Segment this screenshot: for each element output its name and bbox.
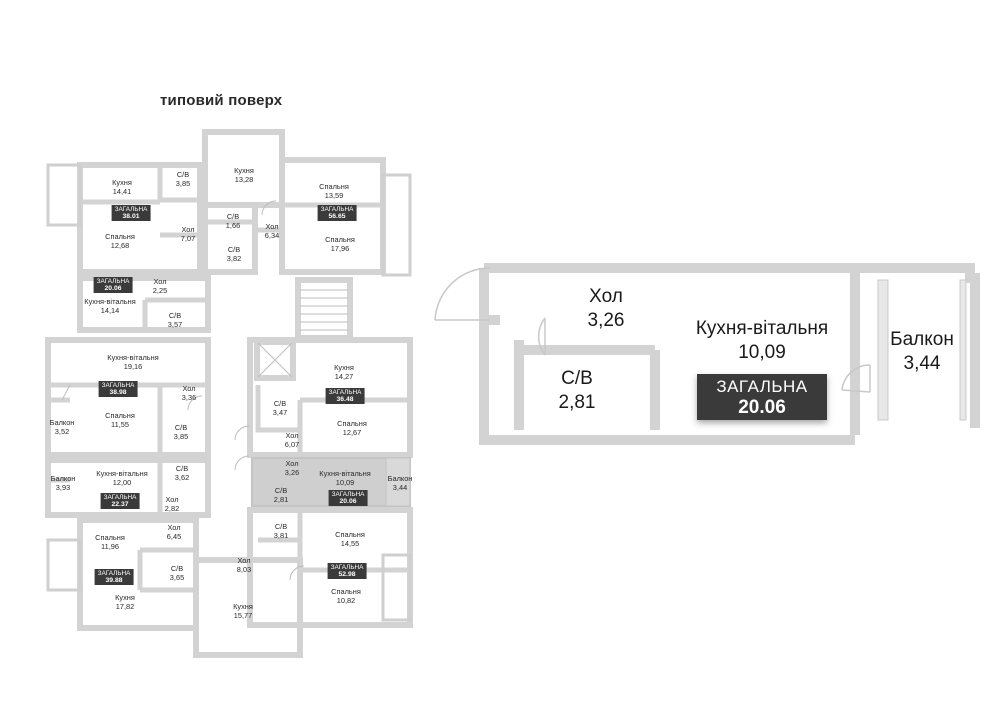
apartment-outline [247,507,413,628]
apartment-outline [45,337,211,458]
page-title: типовий поверх [160,92,283,109]
selected-unit-total-badge[interactable]: ЗАГАЛЬНА 20.06 [697,374,827,420]
zoom-outer-wall [479,263,975,445]
apartment-outline [45,457,211,518]
elevator-shaft [254,339,296,381]
stair-core [295,277,353,341]
apartment-outline [247,337,413,458]
entry-door-swing [434,267,491,321]
bathroom-door-swing [537,317,546,356]
apartment-outline [193,557,303,658]
apartment-outline [202,202,258,275]
balcony-door-swing [841,364,871,393]
apartment-outline [77,275,211,333]
balcony-rail [877,279,889,421]
